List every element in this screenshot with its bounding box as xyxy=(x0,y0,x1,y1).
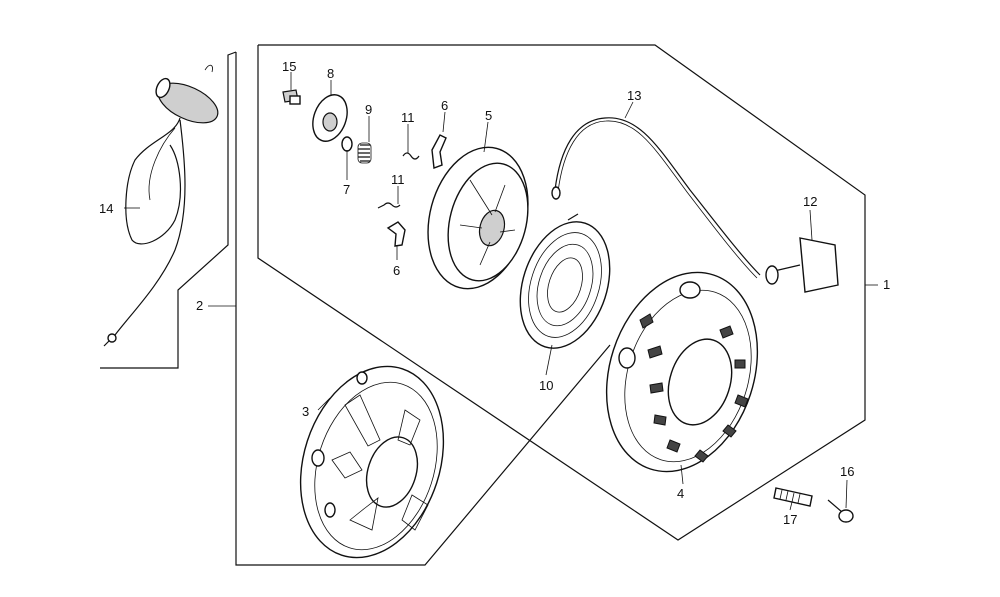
callout-12: 12 xyxy=(803,194,817,209)
callout-3: 3 xyxy=(302,404,309,419)
small-spring-part-11a xyxy=(402,152,420,160)
washer-part-7 xyxy=(341,136,353,152)
leader-lines xyxy=(124,72,878,511)
callout-1: 1 xyxy=(883,277,890,292)
callout-11-lower: 11 xyxy=(391,172,405,187)
callout-11-upper: 11 xyxy=(401,110,415,125)
callout-10: 10 xyxy=(539,378,553,393)
callout-labels: 15 8 9 7 11 11 6 6 5 10 13 12 1 2 3 4 14… xyxy=(99,59,890,527)
starter-grip-cable-part xyxy=(103,64,219,347)
pawl-part-6a xyxy=(431,134,447,169)
callout-8: 8 xyxy=(327,66,334,81)
stud-part-17 xyxy=(773,487,813,507)
pawl-part-6b xyxy=(386,221,406,247)
callout-17: 17 xyxy=(783,512,797,527)
grip-handle-part-12 xyxy=(765,237,839,293)
callout-2: 2 xyxy=(196,298,203,313)
callout-5: 5 xyxy=(485,108,492,123)
spring-part-9 xyxy=(357,142,372,164)
callout-6-lower: 6 xyxy=(393,263,400,278)
small-spring-part-11b xyxy=(377,202,401,209)
callout-14: 14 xyxy=(99,201,113,216)
recoil-spring-part-10 xyxy=(519,213,611,349)
bolt-part-16 xyxy=(827,499,854,523)
callout-15: 15 xyxy=(282,59,296,74)
ratchet-part-8 xyxy=(312,94,348,142)
assembly-2-frame xyxy=(100,51,611,566)
callout-9: 9 xyxy=(365,102,372,117)
callout-16: 16 xyxy=(840,464,854,479)
callout-7: 7 xyxy=(343,182,350,197)
callout-6-upper: 6 xyxy=(441,98,448,113)
starter-case-part-4 xyxy=(605,271,759,473)
callout-13: 13 xyxy=(627,88,641,103)
starter-cover-part-3 xyxy=(299,365,445,559)
callout-4: 4 xyxy=(677,486,684,501)
assembly-1-frame xyxy=(257,44,866,541)
reel-part-5 xyxy=(427,146,529,290)
starter-rope-part-13 xyxy=(551,117,761,279)
bolt-part-15 xyxy=(282,89,301,105)
